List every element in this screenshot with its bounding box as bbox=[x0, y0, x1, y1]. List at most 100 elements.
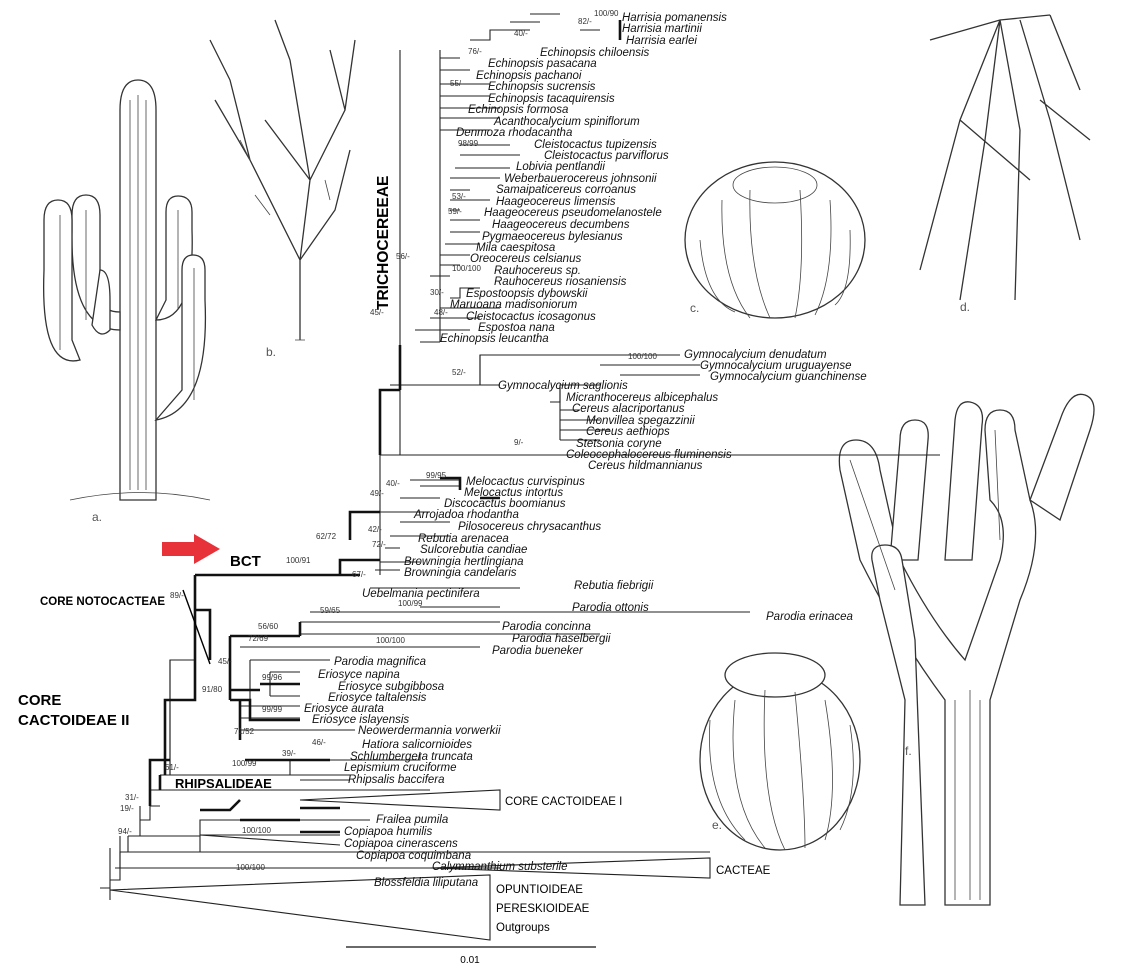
support-value: 55/- bbox=[450, 79, 464, 88]
support-value: 100/100 bbox=[628, 352, 657, 361]
support-value: 30/- bbox=[430, 288, 444, 297]
taxon-label: Neowerdermannia vorwerkii bbox=[358, 725, 501, 737]
support-value: 72/69 bbox=[248, 634, 269, 643]
support-value: 53/- bbox=[452, 192, 466, 201]
panel-label-a: a. bbox=[92, 510, 102, 524]
support-value: 100/100 bbox=[376, 636, 405, 645]
taxon-label: Samaipaticereus corroanus bbox=[496, 184, 636, 196]
illustration-a-columnar-cactus bbox=[44, 80, 210, 500]
support-value: 100/99 bbox=[398, 599, 423, 608]
support-value: 46/- bbox=[312, 738, 326, 747]
taxon-label: Parodia bueneker bbox=[492, 645, 584, 657]
taxon-label: Blossfeldia liliputana bbox=[374, 877, 478, 889]
bct-red-arrow bbox=[162, 534, 220, 564]
taxon-label: Pilosocereus chrysacanthus bbox=[458, 521, 601, 533]
support-value: 100/100 bbox=[242, 826, 271, 835]
support-value: 40/- bbox=[386, 479, 400, 488]
support-value: 42/- bbox=[368, 525, 382, 534]
support-value: 49/- bbox=[370, 489, 384, 498]
taxon-label: Calymmanthium substerile bbox=[432, 861, 568, 873]
illustration-f-tall-cactus bbox=[839, 394, 1094, 905]
support-value: 52/- bbox=[452, 368, 466, 377]
taxon-label: Harrisia martinii bbox=[622, 23, 702, 35]
taxon-label: Oreocereus celsianus bbox=[470, 253, 581, 265]
support-value: 59/65 bbox=[320, 606, 341, 615]
panel-label-e: e. bbox=[712, 818, 722, 832]
taxon-label: Parodia concinna bbox=[502, 621, 591, 633]
support-value: 100/99 bbox=[232, 759, 257, 768]
taxon-label: Cereus alacriportanus bbox=[572, 403, 685, 415]
taxon-label: Cereus aethiops bbox=[586, 426, 670, 438]
taxon-label: Echinopsis leucantha bbox=[440, 333, 549, 345]
taxon-label: Rhipsalis baccifera bbox=[348, 774, 445, 786]
support-value: 72/- bbox=[372, 540, 386, 549]
clade-outgroups-label: Outgroups bbox=[496, 922, 550, 934]
support-value: 31/- bbox=[125, 793, 139, 802]
taxon-label: Arrojadoa rhodantha bbox=[413, 509, 519, 521]
taxon-label: Harrisia earlei bbox=[626, 35, 697, 47]
taxon-label: Eriosyce napina bbox=[318, 669, 400, 681]
support-value: 82/- bbox=[578, 17, 592, 26]
taxon-label: Echinopsis sucrensis bbox=[488, 81, 596, 93]
clade-pereskioideae-label: PERESKIOIDEAE bbox=[496, 903, 590, 915]
clade-core-cactoideae-i-label: CORE CACTOIDEAE I bbox=[505, 796, 622, 808]
support-value: 61/- bbox=[165, 763, 179, 772]
core-notocacteae-pointer bbox=[183, 590, 210, 664]
illustration-c-globular-cactus bbox=[685, 162, 865, 318]
clade-trichocereeae-label: TRICHOCEREEAE bbox=[375, 176, 392, 310]
support-value: 45/- bbox=[370, 308, 384, 317]
support-value: 40/- bbox=[514, 29, 528, 38]
support-value: 56/- bbox=[396, 252, 410, 261]
clade-rhipsalideae-label: RHIPSALIDEAE bbox=[175, 776, 272, 791]
support-value: 94/- bbox=[118, 827, 132, 836]
support-value: 100/100 bbox=[452, 264, 481, 273]
taxon-label: Copiapoa humilis bbox=[344, 826, 432, 838]
support-value: 99/99 bbox=[262, 705, 283, 714]
clade-cacteae-label: CACTEAE bbox=[716, 865, 771, 877]
taxon-label: Frailea pumila bbox=[376, 814, 448, 826]
taxon-label: Cereus hildmannianus bbox=[588, 460, 703, 472]
support-value: 56/60 bbox=[258, 622, 279, 631]
taxon-label: Lobivia pentlandii bbox=[516, 161, 605, 173]
taxon-label: Parodia haselbergii bbox=[512, 633, 611, 645]
support-value: 76/- bbox=[468, 47, 482, 56]
panel-label-c: c. bbox=[690, 301, 699, 315]
support-value: 89/- bbox=[170, 591, 184, 600]
support-value: 98/99 bbox=[458, 139, 479, 148]
taxon-label: Parodia magnifica bbox=[334, 656, 426, 668]
taxon-label: Rebutia fiebrigii bbox=[574, 580, 654, 592]
illustration-e-barrel-cactus bbox=[700, 653, 860, 850]
taxon-label: Gymnocalycium saglionis bbox=[498, 380, 628, 392]
support-value: 100/100 bbox=[236, 863, 265, 872]
support-value: 99/95 bbox=[426, 471, 447, 480]
support-value: 99/96 bbox=[262, 673, 283, 682]
taxon-label: Parodia ottonis bbox=[572, 602, 649, 614]
taxon-label: Sulcorebutia candiae bbox=[420, 544, 527, 556]
taxon-label: Gymnocalycium guanchinense bbox=[710, 371, 867, 383]
illustration-d-hanging-cactus bbox=[920, 15, 1090, 300]
taxon-label: Denmoza rhodacantha bbox=[456, 127, 572, 139]
taxon-label: Copiapoa cinerascens bbox=[344, 838, 458, 850]
clade-core-cactoideae-ii-label-2: CACTOIDEAE II bbox=[18, 712, 129, 729]
taxon-label: Haageocereus pseudomelanostele bbox=[484, 207, 662, 219]
panel-label-b: b. bbox=[266, 345, 276, 359]
taxon-label: Lepismium cruciforme bbox=[344, 762, 456, 774]
taxon-label: Parodia erinacea bbox=[766, 611, 853, 623]
support-value: 48/- bbox=[434, 308, 448, 317]
support-value: 45/- bbox=[218, 657, 232, 666]
taxon-label: Rauhocereus riosaniensis bbox=[494, 276, 627, 288]
taxon-label: Hatiora salicornioides bbox=[362, 739, 472, 751]
taxon-label: Haageocereus decumbens bbox=[492, 219, 630, 231]
support-value: 19/- bbox=[120, 804, 134, 813]
support-value: 59/- bbox=[448, 207, 462, 216]
support-value: 39/- bbox=[282, 749, 296, 758]
taxon-label: Echinopsis formosa bbox=[468, 104, 568, 116]
support-value: 71/52 bbox=[234, 727, 255, 736]
support-value: 62/72 bbox=[316, 532, 337, 541]
taxon-label: Browningia candelaris bbox=[404, 567, 517, 579]
clade-opuntioideae-label: OPUNTIOIDEAE bbox=[496, 884, 583, 896]
clade-bct-label: BCT bbox=[230, 553, 261, 570]
support-value: 91/80 bbox=[202, 685, 223, 694]
support-value: 67/- bbox=[352, 570, 366, 579]
